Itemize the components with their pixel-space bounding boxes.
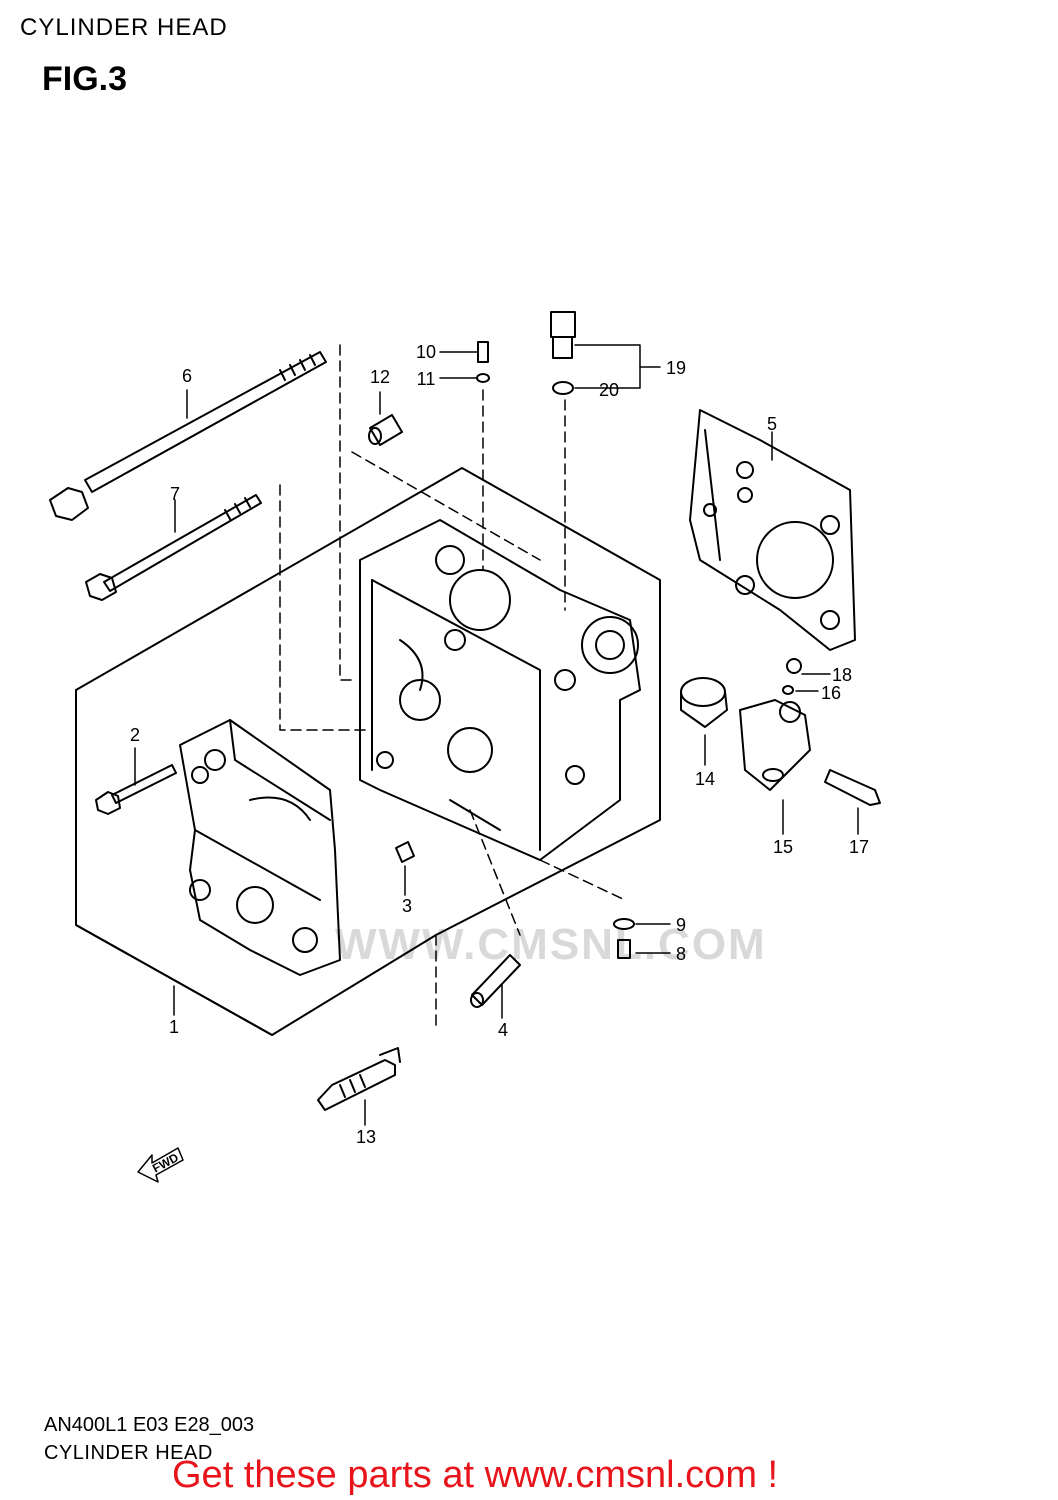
callout-11: 11 xyxy=(416,369,436,389)
model-code: AN400L1 E03 E28_003 xyxy=(44,1414,255,1436)
callout-1: 1 xyxy=(168,1017,179,1037)
callout-8: 8 xyxy=(675,944,686,964)
cylinder-head-body xyxy=(359,519,641,861)
promo-link[interactable]: Get these parts at www.cmsnl.com ! xyxy=(172,1454,779,1496)
bolt-17 xyxy=(824,769,881,806)
callout-10: 10 xyxy=(415,342,437,362)
stud-10 xyxy=(476,341,490,383)
callout-3: 3 xyxy=(401,896,412,916)
callout-14: 14 xyxy=(694,769,716,789)
callout-5: 5 xyxy=(766,414,777,434)
forward-arrow-icon: FWD xyxy=(137,1147,184,1183)
thermostat-cover-15 xyxy=(739,699,811,791)
callout-2: 2 xyxy=(129,725,140,745)
callout-17: 17 xyxy=(848,837,870,857)
bolt-6 xyxy=(49,351,327,521)
pipe-4 xyxy=(470,954,521,1008)
callout-15: 15 xyxy=(772,837,794,857)
fwd-label: FWD xyxy=(150,1150,181,1175)
footer-title: CYLINDER HEAD xyxy=(44,1442,213,1464)
callout-6: 6 xyxy=(181,366,192,386)
bolt-2 xyxy=(95,764,177,815)
gasket-5 xyxy=(689,409,856,651)
callout-20: 20 xyxy=(598,380,620,400)
callout-13: 13 xyxy=(355,1127,377,1147)
alignment-lines xyxy=(279,344,626,1031)
bolt-7 xyxy=(85,494,262,601)
thermostat-14 xyxy=(680,677,728,728)
figure-number: FIG.3 xyxy=(42,60,128,98)
watermark: WWW.CMSNL.COM xyxy=(335,920,767,969)
dowel-12 xyxy=(368,414,403,446)
cam-holder xyxy=(179,719,341,976)
spark-plug-13 xyxy=(317,1047,401,1111)
callout-19: 19 xyxy=(665,358,687,378)
screw-18 xyxy=(782,658,802,695)
section-title: CYLINDER HEAD xyxy=(20,14,228,41)
leader-lines xyxy=(134,344,859,1126)
callout-18: 18 xyxy=(831,665,853,685)
callout-16: 16 xyxy=(820,683,842,703)
callout-9: 9 xyxy=(675,915,686,935)
dowel-3 xyxy=(395,841,415,863)
callout-7: 7 xyxy=(169,484,180,504)
temp-sensor-19 xyxy=(550,311,576,395)
bolt-8 xyxy=(613,918,635,959)
assembly-frame xyxy=(75,467,661,1036)
callout-4: 4 xyxy=(497,1020,508,1040)
callout-12: 12 xyxy=(369,367,391,387)
